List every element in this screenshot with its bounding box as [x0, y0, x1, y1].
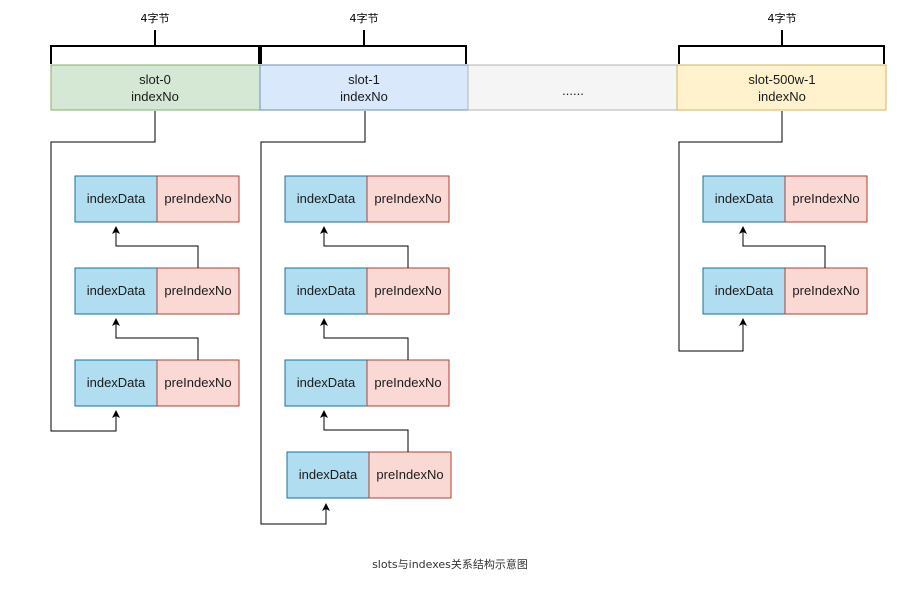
connectors: [50, 111, 826, 525]
index-data-label: indexData: [297, 375, 356, 390]
bracket-label: 4字节: [768, 11, 797, 25]
index-data-label: indexData: [87, 191, 146, 206]
bracket-slot-last: 4字节: [678, 11, 885, 64]
index-data-label: indexData: [87, 283, 146, 298]
index-data-cell: [74, 359, 158, 407]
pre-index-no-label: preIndexNo: [792, 191, 859, 206]
slot-border: [676, 64, 887, 111]
index-data-label: indexData: [297, 191, 356, 206]
connector-slotlast-to-last: [678, 111, 783, 352]
diagram-caption: slots与indexes关系结构示意图: [372, 558, 528, 571]
slot-rect: [468, 65, 677, 110]
connector-node-link: [112, 318, 199, 360]
index-node: indexData preIndexNo: [284, 359, 450, 407]
pre-index-no-label: preIndexNo: [164, 191, 231, 206]
index-node: indexData preIndexNo: [702, 267, 868, 315]
slot-title: slot-500w-1: [748, 72, 815, 87]
index-node: indexData preIndexNo: [74, 175, 240, 223]
slot-subtitle: indexNo: [758, 89, 806, 104]
connector-node-link: [739, 226, 826, 268]
pre-index-no-label: preIndexNo: [792, 283, 859, 298]
index-data-cell: [284, 175, 368, 223]
connector-node-link: [112, 226, 199, 268]
index-data-cell: [74, 175, 158, 223]
index-node: indexData preIndexNo: [74, 267, 240, 315]
slot-subtitle: indexNo: [340, 89, 388, 104]
index-data-label: indexData: [715, 283, 774, 298]
pre-index-no-cell: [366, 267, 450, 315]
slot-rect: [260, 65, 468, 110]
slot-box-0: slot-0 indexNo: [51, 65, 260, 110]
connector-slot0-to-last: [50, 111, 156, 432]
bracket-label: 4字节: [141, 11, 170, 25]
pre-index-no-cell: [368, 451, 452, 499]
index-data-cell: [286, 451, 370, 499]
slot-box-1: slot-1 indexNo: [260, 65, 468, 110]
pre-index-no-cell: [366, 175, 450, 223]
pre-index-no-cell: [784, 267, 868, 315]
index-data-label: indexData: [715, 191, 774, 206]
index-data-label: indexData: [87, 375, 146, 390]
pre-index-no-cell: [156, 267, 240, 315]
slot-subtitle: indexNo: [131, 89, 179, 104]
connector-node-link: [320, 410, 409, 452]
index-data-label: indexData: [299, 467, 358, 482]
index-node: indexData preIndexNo: [702, 175, 868, 223]
pre-index-no-label: preIndexNo: [164, 283, 231, 298]
slot-title: slot-0: [139, 72, 171, 87]
slot-box-ellipsis: ......: [468, 65, 677, 110]
pre-index-no-label: preIndexNo: [374, 375, 441, 390]
index-data-cell: [702, 267, 786, 315]
connector-node-link: [320, 226, 409, 268]
connector-node-link: [320, 318, 409, 360]
slot-ellipsis: ......: [562, 83, 584, 98]
connector-slot1-to-last: [260, 111, 366, 525]
index-node: indexData preIndexNo: [284, 175, 450, 223]
index-data-cell: [284, 359, 368, 407]
pre-index-no-label: preIndexNo: [374, 191, 441, 206]
slot-rect: [51, 65, 260, 110]
slot-rect: [677, 65, 886, 110]
pre-index-no-cell: [784, 175, 868, 223]
index-data-label: indexData: [297, 283, 356, 298]
pre-index-no-label: preIndexNo: [164, 375, 231, 390]
bracket-slot-1: 4字节: [260, 11, 467, 64]
index-data-cell: [702, 175, 786, 223]
bracket-label: 4字节: [350, 11, 379, 25]
index-node: indexData preIndexNo: [284, 267, 450, 315]
index-node: indexData preIndexNo: [74, 359, 240, 407]
slot-title: slot-1: [348, 72, 380, 87]
slot-box-last: slot-500w-1 indexNo: [677, 65, 886, 110]
pre-index-no-cell: [156, 175, 240, 223]
index-node: indexData preIndexNo: [286, 451, 452, 499]
bracket-slot-0: 4字节: [50, 11, 260, 64]
index-data-cell: [284, 267, 368, 315]
pre-index-no-label: preIndexNo: [374, 283, 441, 298]
pre-index-no-cell: [366, 359, 450, 407]
pre-index-no-label: preIndexNo: [376, 467, 443, 482]
